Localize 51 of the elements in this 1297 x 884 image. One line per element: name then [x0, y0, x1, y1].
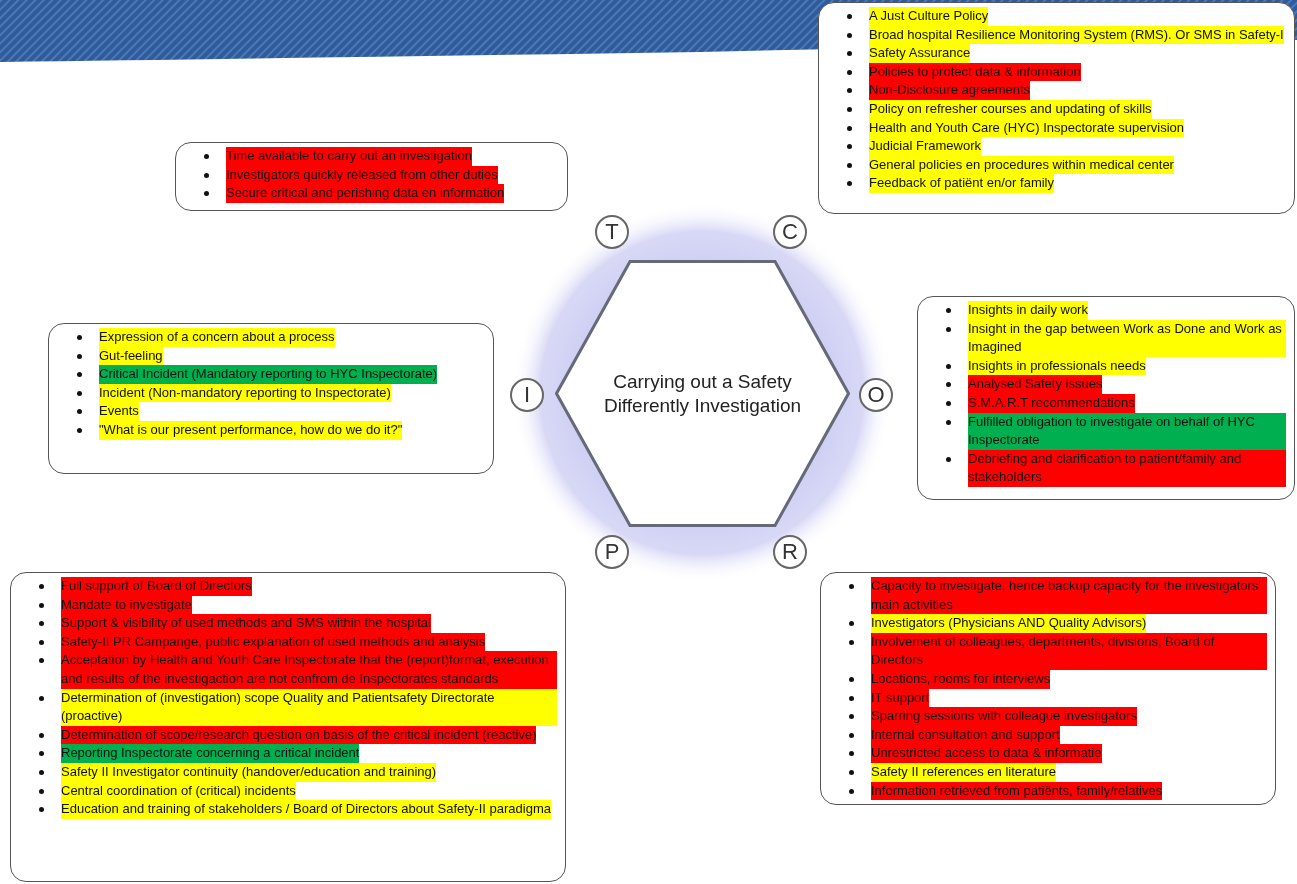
aspect-circle — [595, 215, 629, 249]
highlighted-text: S.M.A.R.T recommendations — [968, 393, 1135, 413]
highlighted-text: Feedback of patiënt en/or family — [869, 174, 1054, 193]
note-box — [48, 323, 494, 474]
highlighted-text: Policies to protect data & information — [869, 62, 1081, 82]
note-box — [917, 296, 1295, 500]
highlighted-text: Safety II Investigator continuity (handover/education and training) — [61, 762, 437, 782]
highlighted-text: Safety Assurance — [869, 44, 971, 63]
highlighted-text: Investigators quickly released from other duties — [226, 165, 498, 185]
aspect-letter: C — [782, 221, 798, 243]
highlighted-text: Insight in the gap between Work as Done and Work as Imagined — [968, 319, 1286, 357]
note-box — [175, 142, 568, 211]
highlighted-text: Capacity to investigate, hence backup capacity for the investigators' main activities — [871, 577, 1267, 615]
highlighted-text: Safety-II PR Campange, public explanation of used methods and analysis — [61, 632, 486, 652]
highlighted-text: Investigators (Physicians AND Quality Advisors) — [871, 614, 1147, 633]
highlighted-text: Judicial Framework — [869, 137, 981, 156]
aspect-letter: T — [605, 221, 619, 243]
highlighted-text: "What is our present performance, how do we do it?" — [99, 420, 403, 440]
highlighted-text: Events — [99, 402, 139, 421]
highlighted-text: Expression of a concern about a process — [99, 328, 335, 347]
aspect-letter: O — [867, 384, 885, 406]
highlighted-text: Debriefing and clarification to patient/family and stakeholders — [968, 449, 1286, 487]
highlighted-text: Non-Disclosure agreements — [869, 81, 1031, 100]
note-box — [818, 2, 1295, 214]
aspect-letter: I — [523, 384, 531, 406]
highlighted-text: Involvement of colleagues, departments, divisions, Board of Directors — [871, 632, 1267, 670]
function-label: Carrying out a Safety Differently Investigation — [602, 369, 803, 418]
highlighted-text: Information retrieved from patiënts, family/relatives — [871, 781, 1163, 801]
note-box — [820, 572, 1276, 806]
note-box — [10, 572, 566, 882]
highlighted-text: Acceptation by Health and Youth Care Inspectorate that the (report)format, execution and results of the investigaction are not confrom de Inspectorates standards — [61, 651, 557, 689]
aspect-letter: P — [604, 541, 620, 563]
highlighted-text: Secure critical and perishing data en information — [226, 184, 505, 203]
highlighted-text: Analysed Safety issues — [968, 375, 1103, 394]
highlighted-text: Policy on refresher courses and updating of skills — [869, 99, 1152, 119]
highlighted-text: Insights in daily work — [968, 301, 1088, 320]
highlighted-text: Broad hospital Resilience Monitoring System (RMS). Or SMS in Safety-I — [869, 25, 1284, 45]
aspect-circle — [773, 215, 807, 249]
highlighted-text: Time available to carry out an investigation — [226, 147, 472, 166]
aspect-letter: R — [782, 541, 798, 563]
highlighted-text: Determination of (investigation) scope Quality and Patientsafety Directorate (proactive) — [61, 688, 557, 726]
highlighted-text: Full support of Board of Directors — [61, 577, 252, 596]
highlighted-text: Unrestricted access to data & informatie — [871, 744, 1102, 763]
highlighted-text: Health and Youth Care (HYC) Inspectorate supervision — [869, 118, 1185, 138]
highlighted-text: General policies en procedures within medical center — [869, 155, 1174, 175]
highlighted-text: Sparring sessions with colleague investigators — [871, 707, 1137, 726]
highlighted-text: A Just Culture Policy — [869, 7, 989, 26]
highlighted-text: Support & visibility of used methods and SMS within the hospital — [61, 614, 431, 633]
highlighted-text: Fulfilled obligation to investigate on behalf of HYC Inspectorate — [968, 412, 1286, 450]
highlighted-text: Education and training of stakeholders / Board of Directors about Safety-II paradigma — [61, 800, 551, 819]
highlighted-text: Critical Incident (Mandatory reporting to HYC Inspectorate) — [99, 365, 438, 384]
